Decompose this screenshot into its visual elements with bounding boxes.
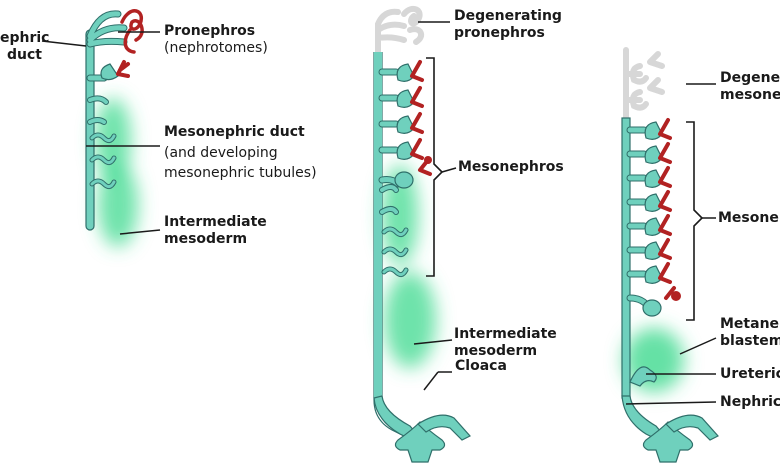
label-mesonephric-duct: Mesonephric duct (and developing mesonep… <box>164 124 317 182</box>
stage3-bracket-glyph <box>686 121 704 321</box>
stage2-leader-lines <box>413 21 457 391</box>
stage3-duct <box>621 117 631 399</box>
label-stage1-intermediate-line2: mesoderm <box>164 231 248 247</box>
label-pronephros: Pronephros (nephrotomes) <box>164 23 268 57</box>
label-pronephros-title: Pronephros <box>164 23 256 39</box>
label-nephric-duct: ephric duct <box>0 30 50 64</box>
label-mesonephric-duct-title: Mesonephric duct <box>164 124 305 140</box>
label-mesonephric-duct-sub-1: (and developing <box>164 145 278 161</box>
label-stage2-intermediate-line1: Intermediate <box>454 326 557 342</box>
stage1-tubule-with-glomerulus <box>86 60 130 82</box>
label-degenerating-pronephros-line2: pronephros <box>454 25 545 41</box>
label-stage1-intermediate-mesoderm: Intermediate mesoderm <box>164 214 267 248</box>
label-stage2-intermediate-line2: mesoderm <box>454 343 538 359</box>
label-metanephric-line1: Metanep <box>720 316 780 332</box>
stage2-mesonephric-tubules <box>378 60 432 189</box>
label-nephric-duct-line2: duct <box>7 47 42 63</box>
label-cloaca: Cloaca <box>455 358 507 374</box>
label-metanephric-line2: blastem <box>720 333 780 349</box>
label-degenerating-pronephros: Degenerating pronephros <box>454 8 562 42</box>
label-mesonephric-duct-sub-2: mesonephric tubules) <box>164 165 317 181</box>
stage2-bracket-glyph <box>426 57 444 277</box>
label-nephric-duct-line1: ephric <box>0 30 50 46</box>
label-stage3-mesonephros: Mesonep <box>718 210 780 226</box>
label-degenerating-pronephros-line1: Degenerating <box>454 8 562 24</box>
stage1-diagram <box>41 9 161 247</box>
label-degenerating-mesonephros-line2: mesone <box>720 87 780 103</box>
stage3-degenerating-mesonephros <box>623 47 665 121</box>
stage2-diagram <box>373 5 471 463</box>
stage1-developing-tubules <box>87 95 117 190</box>
label-stage1-intermediate-line1: Intermediate <box>164 214 267 230</box>
stage2-degenerating-pronephros <box>375 5 425 55</box>
label-degenerating-mesonephros-line1: Degener <box>720 70 780 86</box>
label-stage2-mesonephros: Mesonephros <box>458 159 564 175</box>
label-metanephric-blastema: Metanep blastem <box>720 316 780 350</box>
stage1-duct <box>85 29 95 231</box>
stage2-developing-tubules <box>379 184 409 278</box>
stage3-leader-lines <box>625 83 717 405</box>
stage3-ureteric-bud <box>629 366 657 387</box>
label-pronephros-sub: (nephrotomes) <box>164 40 268 56</box>
label-stage2-intermediate-mesoderm: Intermediate mesoderm <box>454 326 557 360</box>
label-degenerating-mesonephros: Degener mesone <box>720 70 780 104</box>
label-ureteric: Ureteric <box>720 366 780 382</box>
stage3-mesonephric-tubules <box>626 118 681 317</box>
stage1-leader-lines <box>41 31 161 235</box>
stage2-cloaca <box>394 421 446 463</box>
stage3-diagram <box>621 47 719 463</box>
label-nephric: Nephric <box>720 394 780 410</box>
